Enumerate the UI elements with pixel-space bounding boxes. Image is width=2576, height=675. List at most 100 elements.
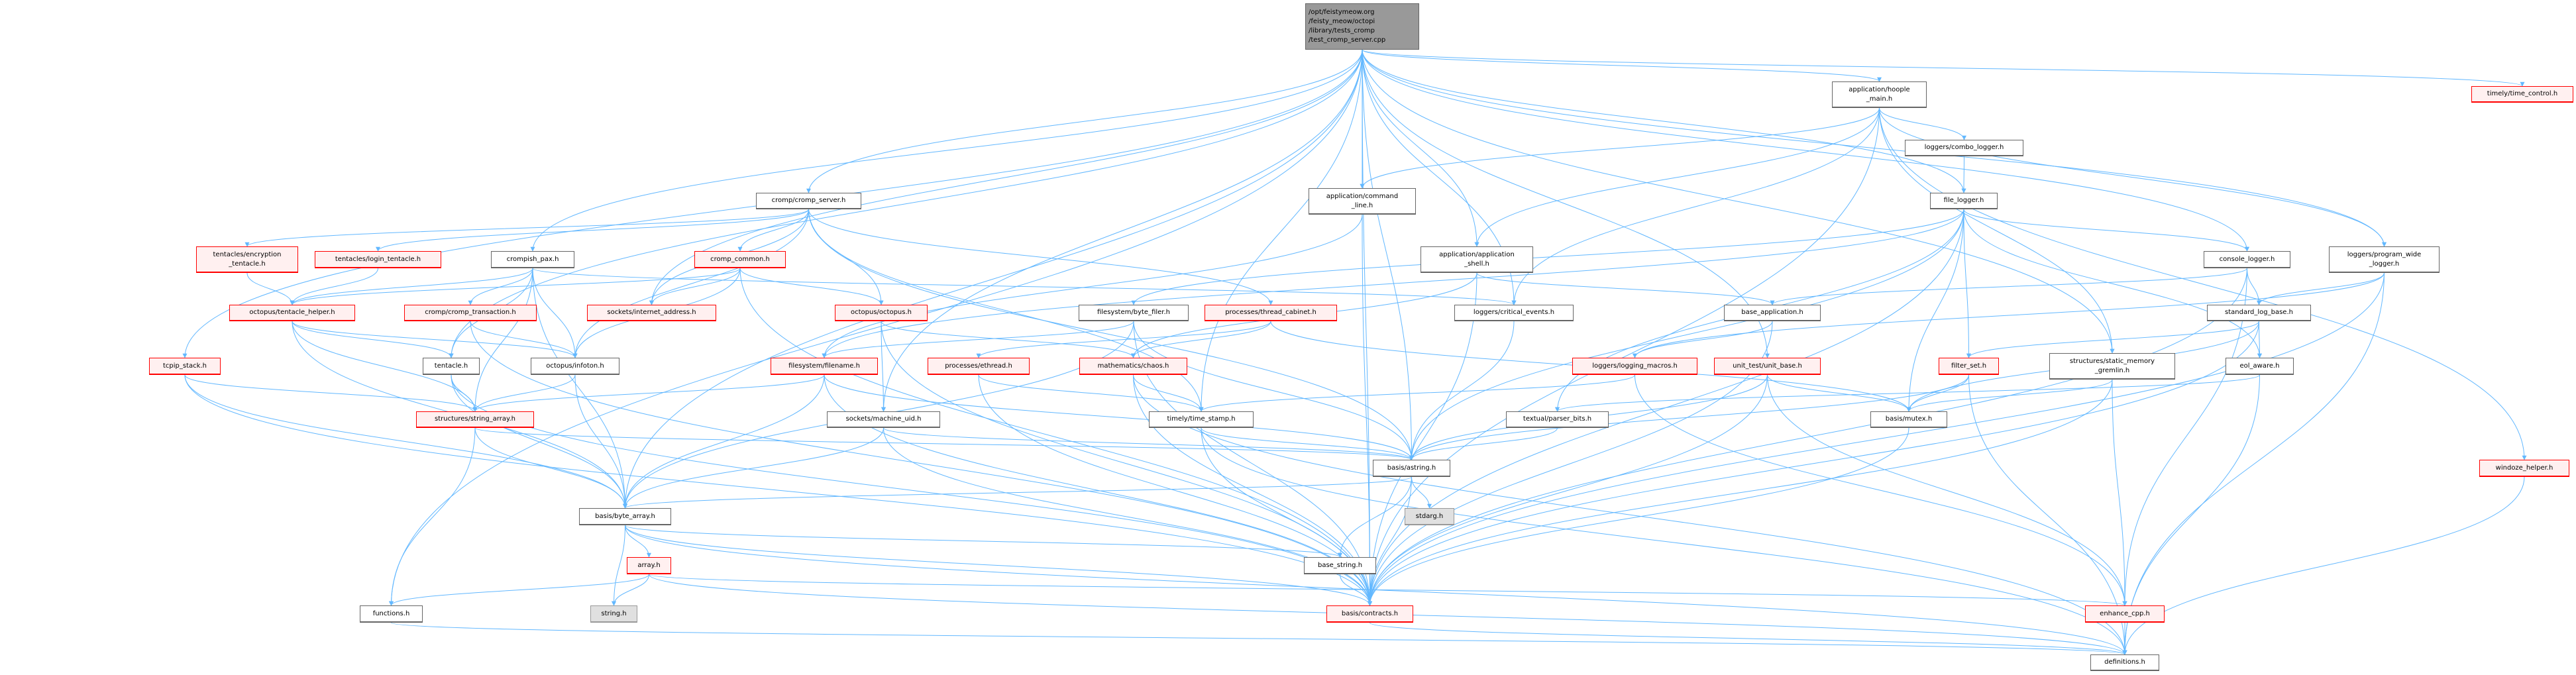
node-application-shell[interactable]: application/application _shell.h [1421, 246, 1533, 273]
node-thread-cabinet[interactable]: processes/thread_cabinet.h [1205, 305, 1337, 321]
edge-main-to-program_wide_logger [1362, 49, 2387, 247]
node-critical-events[interactable]: loggers/critical_events.h [1454, 305, 1574, 321]
edge-file_logger-to-filter_set [1963, 209, 1971, 358]
node-tentacle-helper[interactable]: octopus/tentacle_helper.h [229, 305, 355, 321]
edge-hoople_main-to-combo_logger [1879, 107, 1966, 140]
node-command-line[interactable]: application/command _line.h [1309, 188, 1416, 215]
node-unit-base[interactable]: unit_test/unit_base.h [1714, 358, 1821, 375]
node-chaos[interactable]: mathematics/chaos.h [1079, 358, 1187, 375]
node-time-control[interactable]: timely/time_control.h [2471, 86, 2573, 103]
node-time-stamp[interactable]: timely/time_stamp.h [1149, 411, 1254, 428]
node-array[interactable]: array.h [627, 557, 671, 574]
edge-static_memory_gremlin-to-contracts [1368, 379, 2113, 606]
node-contracts[interactable]: basis/contracts.h [1326, 605, 1413, 623]
edge-hoople_main-to-critical_events [1511, 107, 1880, 305]
edge-thread_cabinet-to-chaos [1131, 321, 1271, 358]
edge-login_tentacle-to-tentacle_helper [290, 268, 378, 305]
edge-tcpip_stack-to-string_array [184, 374, 478, 412]
edge-program_wide_logger-to-contracts [1368, 272, 2385, 606]
edge-octopus-to-machine_uid [881, 321, 886, 412]
node-cromp-transaction[interactable]: cromp/cromp_transaction.h [404, 305, 537, 321]
node-ethread[interactable]: processes/ethread.h [928, 358, 1030, 375]
node-tcpip-stack[interactable]: tcpip_stack.h [149, 358, 221, 375]
edge-crompish_pax-to-byte_array [532, 268, 627, 509]
edge-windoze_helper-to-definitions [2122, 476, 2525, 655]
node-logging-macros[interactable]: loggers/logging_macros.h [1572, 358, 1697, 375]
edge-cromp_server-to-encryption_tentacle [244, 209, 809, 247]
node-functions[interactable]: functions.h [360, 605, 423, 623]
edge-main-to-astring [1362, 49, 1414, 460]
node-infoton[interactable]: octopus/infoton.h [531, 358, 619, 375]
node-string-array[interactable]: structures/string_array.h [416, 411, 534, 428]
node-octopus[interactable]: octopus/octopus.h [835, 305, 928, 321]
node-astring[interactable]: basis/astring.h [1373, 460, 1450, 477]
edge-byte_array-to-array [625, 525, 651, 558]
node-byte-array[interactable]: basis/byte_array.h [579, 508, 671, 525]
node-enhance-cpp[interactable]: enhance_cpp.h [2085, 605, 2165, 623]
edge-main-to-functions [389, 49, 1363, 606]
node-filename[interactable]: filesystem/filename.h [771, 358, 878, 375]
node-encryption-tentacle[interactable]: tentacles/encryption _tentacle.h [196, 246, 298, 273]
edge-byte_array-to-string_h [612, 525, 625, 606]
edge-contracts-to-definitions [1369, 622, 2127, 655]
node-machine-uid[interactable]: sockets/machine_uid.h [827, 411, 940, 428]
edge-main-to-time_stamp [1199, 49, 1363, 412]
edge-eol_aware-to-definitions [2122, 374, 2260, 655]
edge-hoople_main-to-contracts [1368, 107, 1880, 606]
node-console-logger[interactable]: console_logger.h [2204, 251, 2290, 268]
edge-main-to-time_control [1362, 49, 2525, 87]
edge-standard_log_base-to-filter_set [1966, 321, 2259, 358]
edge-main-to-file_logger [1362, 49, 1966, 193]
edge-tentacle-to-string_array [451, 374, 478, 412]
edge-unit_base-to-mutex [1767, 374, 1911, 412]
node-eol-aware[interactable]: eol_aware.h [2226, 358, 2294, 375]
edge-cromp_server-to-infoton [572, 209, 809, 358]
edge-main-to-tentacle [449, 49, 1363, 358]
edge-array-to-enhance_cpp [649, 574, 2127, 606]
node-hoople-main[interactable]: application/hoople _main.h [1832, 81, 1927, 108]
edge-time_stamp-to-contracts [1201, 427, 1372, 606]
node-base-string[interactable]: base_string.h [1304, 557, 1376, 574]
node-standard-log-base[interactable]: standard_log_base.h [2207, 305, 2311, 321]
node-stdarg[interactable]: stdarg.h [1405, 508, 1454, 525]
node-filter-set[interactable]: filter_set.h [1939, 358, 1999, 375]
edge-cromp_server-to-astring [808, 209, 1414, 460]
node-main[interactable]: /opt/feistymeow.org /feisty_meow/octopi … [1305, 3, 1419, 50]
edge-unit_base-to-contracts [1368, 374, 1768, 606]
node-definitions[interactable]: definitions.h [2090, 654, 2159, 671]
edge-chaos-to-time_stamp [1133, 374, 1204, 412]
edge-astring-to-byte_array [623, 476, 1412, 509]
edge-main-to-static_memory_gremlin [1362, 49, 2115, 354]
node-crompish-pax[interactable]: crompish_pax.h [491, 251, 574, 268]
edge-main-to-unit_base [1362, 49, 1770, 358]
node-static-memory-gremlin[interactable]: structures/static_memory _gremlin.h [2049, 353, 2175, 380]
node-mutex[interactable]: basis/mutex.h [1870, 411, 1947, 428]
node-login-tentacle[interactable]: tentacles/login_tentacle.h [315, 251, 441, 268]
node-cromp-common[interactable]: cromp_common.h [694, 251, 786, 268]
edge-cromp_server-to-login_tentacle [376, 209, 809, 252]
edge-byte_array-to-contracts [625, 525, 1372, 606]
node-string-h[interactable]: string.h [590, 605, 637, 623]
edge-main-to-contracts [1362, 49, 1372, 606]
edge-critical_events-to-astring [1409, 321, 1515, 460]
edge-program_wide_logger-to-logging_macros [1633, 272, 2385, 358]
edge-static_memory_gremlin-to-mutex [1906, 379, 2113, 412]
node-cromp-server[interactable]: cromp/cromp_server.h [756, 193, 861, 209]
node-internet-address[interactable]: sockets/internet_address.h [587, 305, 716, 321]
node-windoze-helper[interactable]: windoze_helper.h [2479, 460, 2569, 477]
edge-logging_macros-to-enhance_cpp [1635, 374, 2127, 606]
edge-cromp_common-to-tentacle_helper [290, 268, 741, 305]
edge-console_logger-to-standard_log_base [2247, 268, 2261, 305]
node-base-application[interactable]: base_application.h [1724, 305, 1821, 321]
node-byte-filer[interactable]: filesystem/byte_filer.h [1079, 305, 1189, 321]
edge-string_array-to-astring [474, 427, 1414, 460]
edge-filter_set-to-definitions [1968, 374, 2127, 655]
edge-program_wide_logger-to-definitions [2122, 272, 2385, 655]
node-combo-logger[interactable]: loggers/combo_logger.h [1905, 140, 2023, 156]
node-tentacle[interactable]: tentacle.h [423, 358, 480, 375]
node-parser-bits[interactable]: textual/parser_bits.h [1506, 411, 1609, 428]
node-file-logger[interactable]: file_logger.h [1930, 193, 1998, 209]
node-program-wide-logger[interactable]: loggers/program_wide _logger.h [2329, 246, 2440, 273]
edge-file_logger-to-byte_filer [1131, 209, 1964, 305]
